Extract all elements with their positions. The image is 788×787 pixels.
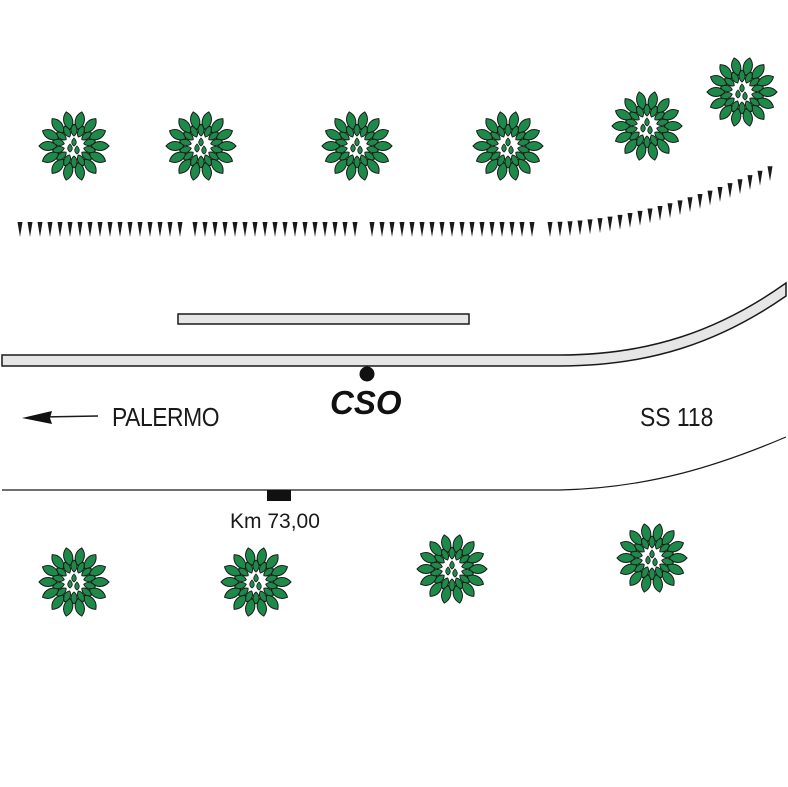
fence-post: [509, 222, 515, 237]
fence-post: [47, 222, 53, 237]
fence-post: [627, 212, 633, 228]
fence-post: [529, 222, 535, 237]
tree-icon: [472, 110, 544, 182]
fence-post: [17, 222, 23, 237]
fence-post: [707, 190, 713, 206]
milestone-label: Km 73,00: [230, 510, 320, 533]
fence-post: [697, 194, 703, 210]
fence-post: [312, 222, 318, 237]
fence-post: [202, 222, 208, 237]
platform-bar: [177, 313, 470, 325]
arrow-left-icon: [22, 411, 99, 424]
tree-icon: [416, 533, 488, 605]
fence-post: [292, 222, 298, 237]
fence-post: [342, 222, 348, 237]
fence-post: [657, 206, 663, 222]
fence-post: [647, 208, 653, 224]
fence-post: [439, 222, 445, 237]
tree-icon: [321, 110, 393, 182]
fence-post: [262, 222, 268, 237]
fence-post: [272, 222, 278, 237]
fence-post: [232, 222, 238, 237]
fence-post: [389, 222, 395, 237]
fence-post: [757, 170, 763, 186]
fence-post: [37, 222, 43, 237]
fence-post: [77, 222, 83, 237]
fence-post: [499, 222, 505, 237]
fence-post: [399, 222, 405, 237]
fence-post: [637, 210, 643, 226]
fence-post: [459, 222, 465, 237]
fence-post: [302, 222, 308, 237]
fence-post: [27, 222, 33, 237]
fence-post: [547, 222, 553, 237]
fence-post: [67, 222, 73, 237]
fence-post: [737, 179, 743, 195]
fence-icon: [17, 166, 773, 237]
fence-post: [687, 197, 693, 213]
milestone-marker-icon: [267, 490, 291, 501]
fence-post: [282, 222, 288, 237]
fence-post: [519, 222, 525, 237]
tree-icon: [165, 110, 237, 182]
fence-post: [429, 222, 435, 237]
fence-post: [379, 222, 385, 237]
tree-icon: [706, 56, 778, 128]
tree-icon: [611, 90, 683, 162]
tree-icon: [220, 546, 292, 618]
fence-post: [157, 222, 163, 237]
tree-icon: [38, 110, 110, 182]
fence-post: [369, 222, 375, 237]
road-lower-edge: [2, 436, 787, 491]
station-label: CSO: [330, 384, 402, 421]
fence-post: [677, 200, 683, 216]
fence-post: [587, 219, 593, 235]
fence-post: [177, 222, 183, 237]
tree-icon: [38, 546, 110, 618]
fence-post: [167, 222, 173, 237]
fence-post: [332, 222, 338, 237]
fence-post: [469, 222, 475, 237]
road-upper-edge: [1, 281, 787, 367]
fence-post: [137, 222, 143, 237]
dot-marker-icon: [359, 366, 375, 382]
fence-post: [252, 222, 258, 237]
fence-post: [449, 222, 455, 237]
fence-post: [607, 216, 613, 232]
fence-post: [717, 186, 723, 202]
fence-post: [107, 222, 113, 237]
fence-post: [212, 222, 218, 237]
fence-post: [667, 203, 673, 219]
fence-post: [192, 222, 198, 237]
fence-post: [117, 222, 123, 237]
fence-post: [352, 222, 358, 237]
fence-post: [577, 220, 583, 236]
fence-post: [409, 222, 415, 237]
fence-post: [419, 222, 425, 237]
fence-post: [479, 222, 485, 237]
fence-post: [567, 221, 573, 237]
fence-post: [617, 214, 623, 230]
fence-post: [87, 222, 93, 237]
fence-post: [57, 222, 63, 237]
fence-post: [222, 222, 228, 237]
fence-post: [597, 218, 603, 234]
fence-post: [767, 166, 773, 182]
fence-post: [242, 222, 248, 237]
fence-post: [727, 183, 733, 199]
fence-post: [97, 222, 103, 237]
fence-post: [147, 222, 153, 237]
fence-post: [489, 222, 495, 237]
road-label: SS 118: [640, 402, 714, 432]
tree-icon: [616, 522, 688, 594]
fence-post: [557, 221, 563, 237]
fence-post: [322, 222, 328, 237]
fence-post: [747, 175, 753, 191]
direction-label: PALERMO: [112, 402, 220, 432]
fence-post: [127, 222, 133, 237]
